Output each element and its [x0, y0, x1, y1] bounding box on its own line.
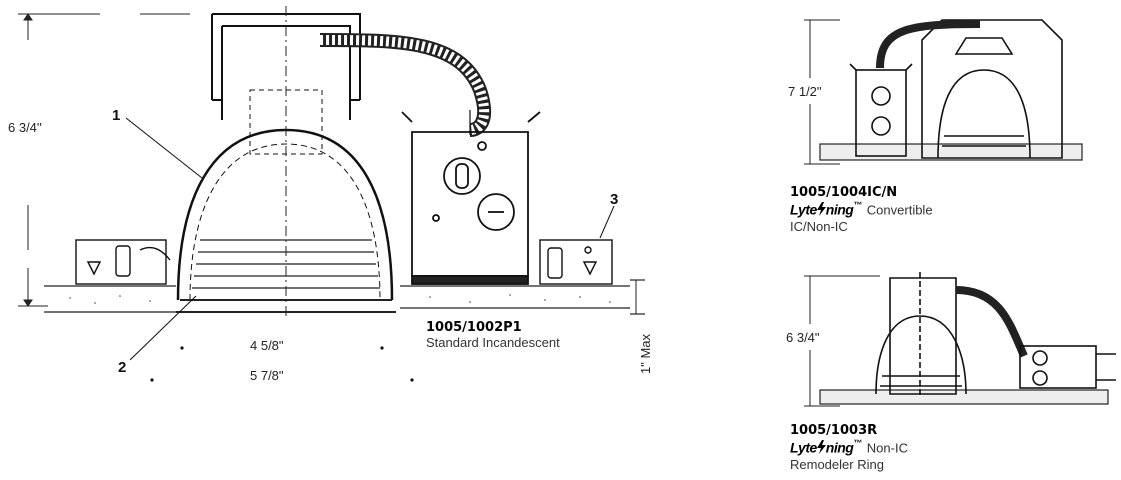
ceiling-max-label: 1" Max: [638, 333, 653, 374]
remodeler-housing: [875, 272, 967, 396]
right-mounting-bracket: [539, 239, 613, 285]
callout-3: 3: [610, 191, 618, 208]
ic-caption: 1005/1004IC/N Lyte ning™ Convertible IC/N…: [790, 185, 933, 234]
remodeler-height-dimension: [804, 275, 880, 407]
lightning-bolt-icon: [816, 440, 826, 455]
width-inner-label: 4 5/8": [250, 338, 284, 353]
main-description: Standard Incandescent: [426, 335, 560, 350]
remodeler-brand-suffix: ning: [825, 439, 854, 456]
left-mounting-bracket: [75, 239, 171, 285]
ic-junction-box: [849, 63, 913, 157]
ic-fixture-drawing: 7 1/2": [788, 19, 1083, 165]
ic-trademark: ™: [853, 200, 863, 210]
callout-leaders: [125, 117, 615, 361]
ic-brand-line: Lyte ning™ Convertible: [790, 200, 933, 219]
remodeler-ceiling: [819, 389, 1109, 405]
callout-2: 2: [118, 359, 126, 376]
lightning-bolt-icon: [816, 202, 826, 217]
main-caption: 1005/1002P1 Standard Incandescent: [426, 320, 560, 350]
remodeler-model-number: 1005/1003R: [790, 423, 878, 438]
remodeler-brand-line: Lyte ning™ Non-IC: [790, 438, 908, 457]
width-outer-label: 5 7/8": [250, 368, 284, 383]
main-height-dimension: [18, 13, 190, 307]
ic-housing: [921, 19, 1063, 159]
housing-frame: [211, 13, 361, 120]
ceiling-board: [44, 279, 645, 315]
junction-box: [401, 111, 541, 285]
remodeler-trademark: ™: [853, 438, 863, 448]
remodeler-conduit: [955, 286, 1028, 358]
remodeler-description-line2: Remodeler Ring: [790, 457, 884, 473]
flex-conduit: [319, 33, 492, 137]
ic-description-line1: Convertible: [866, 202, 933, 218]
remodeler-caption: 1005/1003R Lyte ning™ Non-IC Remodeler Ri…: [790, 423, 908, 472]
ic-description-line2: IC/Non-IC: [790, 219, 848, 235]
callout-1: 1: [112, 107, 120, 124]
ic-height-dimension: [804, 19, 840, 165]
remodeler-fixture-drawing: 6 3/4": [786, 272, 1116, 407]
ceiling-texture: [69, 294, 611, 304]
ic-brand-prefix: Lyte: [790, 201, 817, 218]
remodeler-junction-box: [1019, 345, 1116, 389]
main-model-number: 1005/1002P1: [426, 320, 522, 335]
remodeler-brand-prefix: Lyte: [790, 439, 817, 456]
ic-height-label: 7 1/2": [788, 84, 822, 99]
width-dimension-marks: [150, 346, 414, 382]
ic-conduit: [876, 20, 981, 69]
main-fixture-drawing: 6 3/4'': [8, 6, 653, 383]
ic-brand-suffix: ning: [825, 201, 854, 218]
remodeler-height-label: 6 3/4": [786, 330, 820, 345]
main-height-label: 6 3/4'': [8, 120, 42, 135]
reflector-housing: [176, 89, 394, 301]
remodeler-description-line1: Non-IC: [866, 440, 908, 456]
ic-model-number: 1005/1004IC/N: [790, 185, 898, 200]
